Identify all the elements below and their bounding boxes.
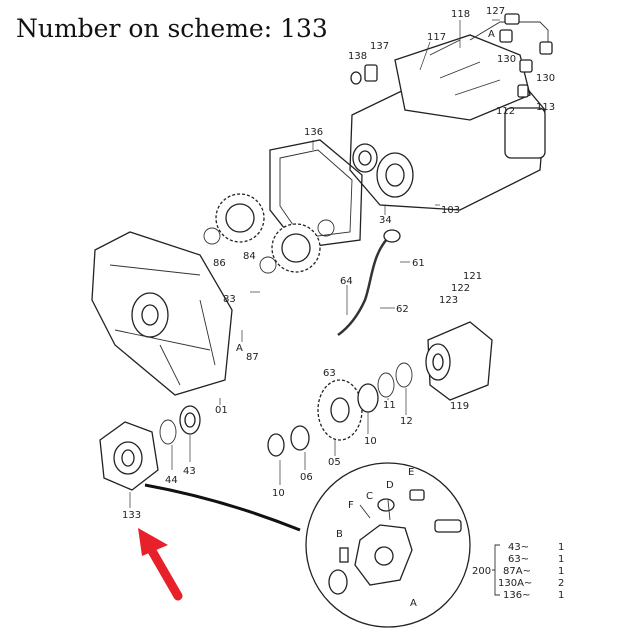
- pump-assembly: [349, 34, 546, 211]
- label-11: 11: [383, 400, 396, 411]
- kit-label: 200: [472, 566, 491, 577]
- bearings-row: [159, 362, 413, 457]
- label-06: 06: [300, 472, 313, 483]
- kit-item-qty: 2: [558, 578, 564, 589]
- kit-item-part: 43~: [508, 542, 529, 553]
- label-122: 122: [451, 283, 470, 294]
- callout-labels: 127 118 117 138 137 130 130 A 113 112 13…: [122, 6, 555, 609]
- kit-item-qty: 1: [558, 566, 564, 577]
- label-136: 136: [304, 127, 323, 138]
- gears-84: [203, 193, 335, 274]
- coupling-133: [99, 421, 159, 491]
- label-123: 123: [439, 295, 458, 306]
- detail-link-curve: [144, 483, 301, 532]
- fittings-127-130: [469, 13, 553, 98]
- coupling-detail-circle: [305, 462, 471, 628]
- label-103: 103: [441, 205, 460, 216]
- pump-119: [425, 321, 493, 401]
- label-133: 133: [122, 510, 141, 521]
- gasket-136: [269, 139, 363, 249]
- label-86: 86: [213, 258, 226, 269]
- dipstick-61: [337, 229, 401, 337]
- label-c: C: [366, 491, 373, 502]
- kit-item-qty: 1: [558, 542, 564, 553]
- label-10: 10: [364, 436, 377, 447]
- label-64: 64: [340, 276, 353, 287]
- label-113: 113: [536, 102, 555, 113]
- label-a: A: [488, 29, 495, 40]
- page-title: Number on scheme: 133: [16, 14, 328, 43]
- label-f: F: [348, 500, 354, 511]
- label-117: 117: [427, 32, 446, 43]
- kit-list: 200 43~ 1 63~ 1 87A~ 1 130A~ 2 136~ 1: [472, 542, 564, 601]
- label-61: 61: [412, 258, 425, 269]
- label-83: 83: [223, 294, 236, 305]
- label-112: 112: [496, 106, 515, 117]
- label-05: 05: [328, 457, 341, 468]
- label-01: 01: [215, 405, 228, 416]
- label-130: 130: [536, 73, 555, 84]
- label-63: 63: [323, 368, 336, 379]
- kit-bracket: [492, 544, 500, 596]
- kit-item-part: 63~: [508, 554, 529, 565]
- label-127: 127: [486, 6, 505, 17]
- label-137: 137: [370, 41, 389, 52]
- label-e: E: [408, 467, 414, 478]
- leader-lines: [129, 19, 500, 508]
- label-138: 138: [348, 51, 367, 62]
- label-10: 10: [272, 488, 285, 499]
- kit-item-qty: 1: [558, 590, 564, 601]
- label-130: 130: [497, 54, 516, 65]
- highlight-arrow: [138, 528, 183, 601]
- label-34: 34: [379, 215, 392, 226]
- housing-01: [91, 231, 233, 396]
- label-43: 43: [183, 466, 196, 477]
- kit-item-part: 136~: [503, 590, 530, 601]
- label-12: 12: [400, 416, 413, 427]
- label-84: 84: [243, 251, 256, 262]
- kit-item-part: 87A~: [503, 566, 531, 577]
- label-121: 121: [463, 271, 482, 282]
- label-44: 44: [165, 475, 178, 486]
- label-118: 118: [451, 9, 470, 20]
- label-a: A: [410, 598, 417, 609]
- label-a: A: [236, 343, 243, 354]
- bolt-137: [350, 64, 378, 85]
- label-b: B: [336, 529, 343, 540]
- label-119: 119: [450, 401, 469, 412]
- kit-item-part: 130A~: [498, 578, 532, 589]
- label-d: D: [386, 480, 394, 491]
- kit-item-qty: 1: [558, 554, 564, 565]
- label-87: 87: [246, 352, 259, 363]
- label-62: 62: [396, 304, 409, 315]
